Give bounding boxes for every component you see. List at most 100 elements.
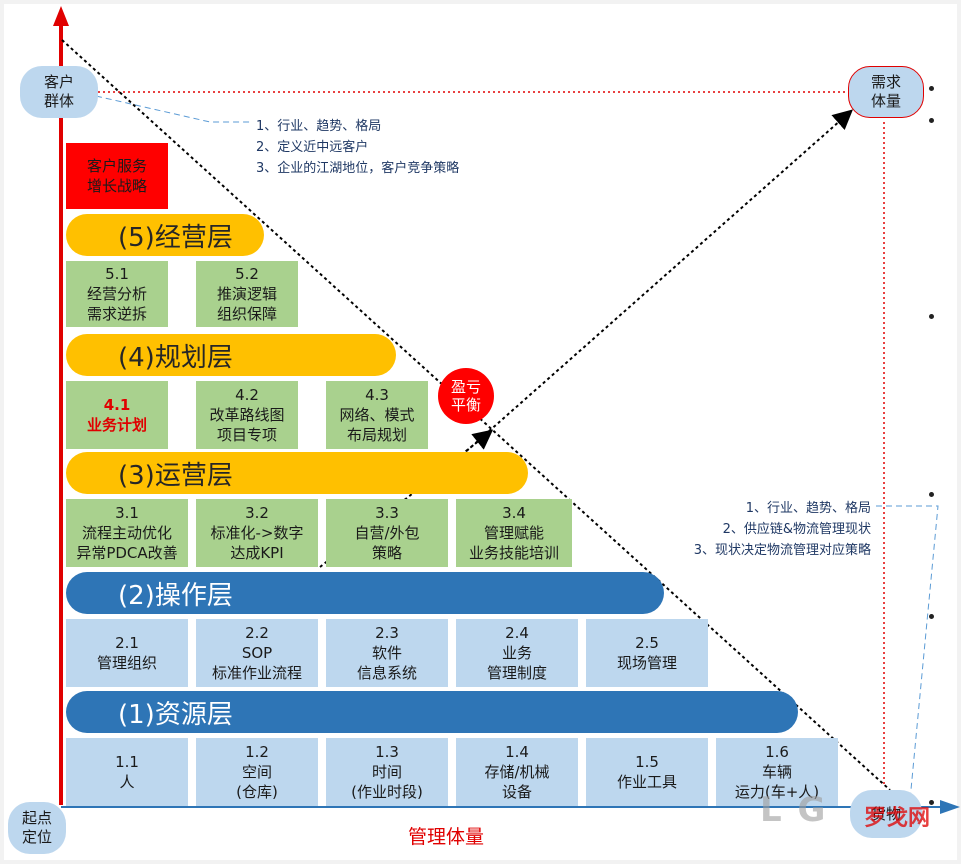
item-3-4: 3.4 管理赋能 业务技能培训	[456, 499, 572, 567]
item-line: 达成KPI	[230, 544, 284, 562]
item-1-4: 1.4 存储/机械 设备	[456, 738, 578, 806]
item-number: 1.3	[375, 743, 399, 761]
top-callout-line	[95, 95, 252, 123]
item-2-4: 2.4 业务 管理制度	[456, 619, 578, 687]
item-number: 4.2	[235, 386, 259, 404]
right-note-3: 3、现状决定物流管理对应策略	[693, 543, 871, 558]
item-line: 需求逆拆	[86, 305, 147, 323]
start-position-oval: 起点 定位	[8, 802, 66, 854]
item-number: 5.2	[235, 265, 259, 283]
start-position-line1: 起点	[21, 809, 52, 827]
item-2-2: 2.2 SOP 标准作业流程	[196, 619, 318, 687]
item-3-1: 3.1 流程主动优化 异常PDCA改善	[66, 499, 188, 567]
x-axis-label: 管理体量	[408, 826, 485, 848]
breakeven-line2: 平衡	[450, 396, 481, 414]
item-line: 标准化->数字	[210, 524, 304, 542]
item-line: 时间	[371, 763, 402, 781]
item-line: 经营分析	[86, 285, 147, 303]
item-4-2: 4.2 改革路线图 项目专项	[196, 381, 298, 449]
right-notes: 1、行业、趋势、格局 2、供应链&物流管理现状 3、现状决定物流管理对应策略	[694, 498, 871, 561]
watermark-cn: 罗戈网	[864, 806, 931, 831]
item-number: 1.4	[505, 743, 529, 761]
bullet-dot	[929, 492, 934, 497]
item-5-1: 5.1 经营分析 需求逆拆	[66, 261, 168, 327]
layer-4-pill: (4)规划层	[66, 334, 396, 376]
bullet-dot	[929, 86, 934, 91]
top-note-1: 1、行业、趋势、格局	[256, 119, 382, 134]
item-number: 3.1	[115, 504, 139, 522]
y-axis-arrow	[53, 6, 69, 26]
strategy-line1: 客户服务	[86, 157, 147, 175]
item-line: 业务技能培训	[468, 544, 559, 562]
item-line: 改革路线图	[209, 406, 285, 424]
item-2-1: 2.1 管理组织	[66, 619, 188, 687]
item-1-5: 1.5 作业工具	[586, 738, 708, 806]
item-line: 车辆	[761, 763, 792, 781]
item-line: SOP	[241, 644, 273, 662]
item-line: 推演逻辑	[216, 285, 277, 303]
item-line: 策略	[371, 544, 402, 562]
item-number: 3.3	[375, 504, 399, 522]
item-number: 1.1	[115, 753, 139, 771]
item-line: 业务计划	[86, 416, 147, 434]
growth-arrow	[461, 109, 853, 456]
item-3-2: 3.2 标准化->数字 达成KPI	[196, 499, 318, 567]
item-1-1: 1.1 人	[66, 738, 188, 806]
right-note-2: 2、供应链&物流管理现状	[722, 522, 871, 537]
breakeven-line1: 盈亏	[450, 378, 481, 396]
item-line: 设备	[501, 783, 532, 801]
bullet-dot	[929, 614, 934, 619]
top-note-3: 3、企业的江湖地位，客户竞争策略	[256, 161, 460, 176]
item-line: 自营/外包	[354, 524, 420, 542]
item-line: 信息系统	[356, 664, 417, 682]
item-3-3: 3.3 自营/外包 策略	[326, 499, 448, 567]
item-line: 异常PDCA改善	[76, 544, 178, 562]
customer-group-oval: 客户 群体	[20, 66, 98, 118]
layer-5-pill: (5)经营层	[66, 214, 264, 256]
layer-1-pill: (1)资源层	[66, 691, 798, 733]
watermark-brand: L G	[760, 790, 828, 830]
item-2-3: 2.3 软件 信息系统	[326, 619, 448, 687]
layer-3-pill: (3)运营层	[66, 452, 528, 494]
item-line: 人	[119, 773, 135, 791]
item-line: 作业工具	[616, 773, 677, 791]
item-number: 1.5	[635, 753, 659, 771]
bullet-dot	[929, 118, 934, 123]
goods-label: 货物	[870, 804, 901, 823]
item-number: 3.2	[245, 504, 269, 522]
item-4-3: 4.3 网络、模式 布局规划	[326, 381, 428, 449]
item-2-5: 2.5 现场管理	[586, 619, 708, 687]
layer-2-pill: (2)操作层	[66, 572, 664, 614]
item-line: (作业时段)	[351, 783, 423, 801]
customer-group-line2: 群体	[43, 92, 74, 110]
item-number: 4.3	[365, 386, 389, 404]
item-number: 2.1	[115, 634, 139, 652]
item-number: 1.2	[245, 743, 269, 761]
item-line: 组织保障	[216, 305, 277, 323]
item-1-2: 1.2 空间 (仓库)	[196, 738, 318, 806]
right-callout-line	[876, 505, 939, 801]
start-position-line2: 定位	[21, 828, 52, 846]
item-line: 现场管理	[616, 654, 677, 672]
item-4-1: 4.1 业务计划	[66, 381, 168, 449]
demand-volume-line2: 体量	[870, 92, 901, 110]
top-notes: 1、行业、趋势、格局 2、定义近中远客户 3、企业的江湖地位，客户竞争策略	[256, 116, 459, 179]
right-note-1: 1、行业、趋势、格局	[745, 501, 871, 516]
item-line: 软件	[371, 644, 402, 662]
bullet-dot	[929, 314, 934, 319]
strategy-line2: 增长战略	[86, 177, 147, 195]
item-1-3: 1.3 时间 (作业时段)	[326, 738, 448, 806]
goods-oval: 货物	[850, 790, 922, 838]
demand-volume-line1: 需求	[870, 73, 901, 91]
item-number: 2.2	[245, 624, 269, 642]
item-number: 2.3	[375, 624, 399, 642]
item-line: 管理赋能	[483, 524, 544, 542]
item-line: 管理组织	[96, 654, 157, 672]
demand-volume-oval: 需求 体量	[848, 66, 924, 118]
item-line: (仓库)	[236, 783, 278, 801]
item-line: 空间	[241, 763, 272, 781]
x-axis-arrow	[940, 800, 960, 814]
item-number: 2.5	[635, 634, 659, 652]
item-line: 布局规划	[346, 426, 407, 444]
